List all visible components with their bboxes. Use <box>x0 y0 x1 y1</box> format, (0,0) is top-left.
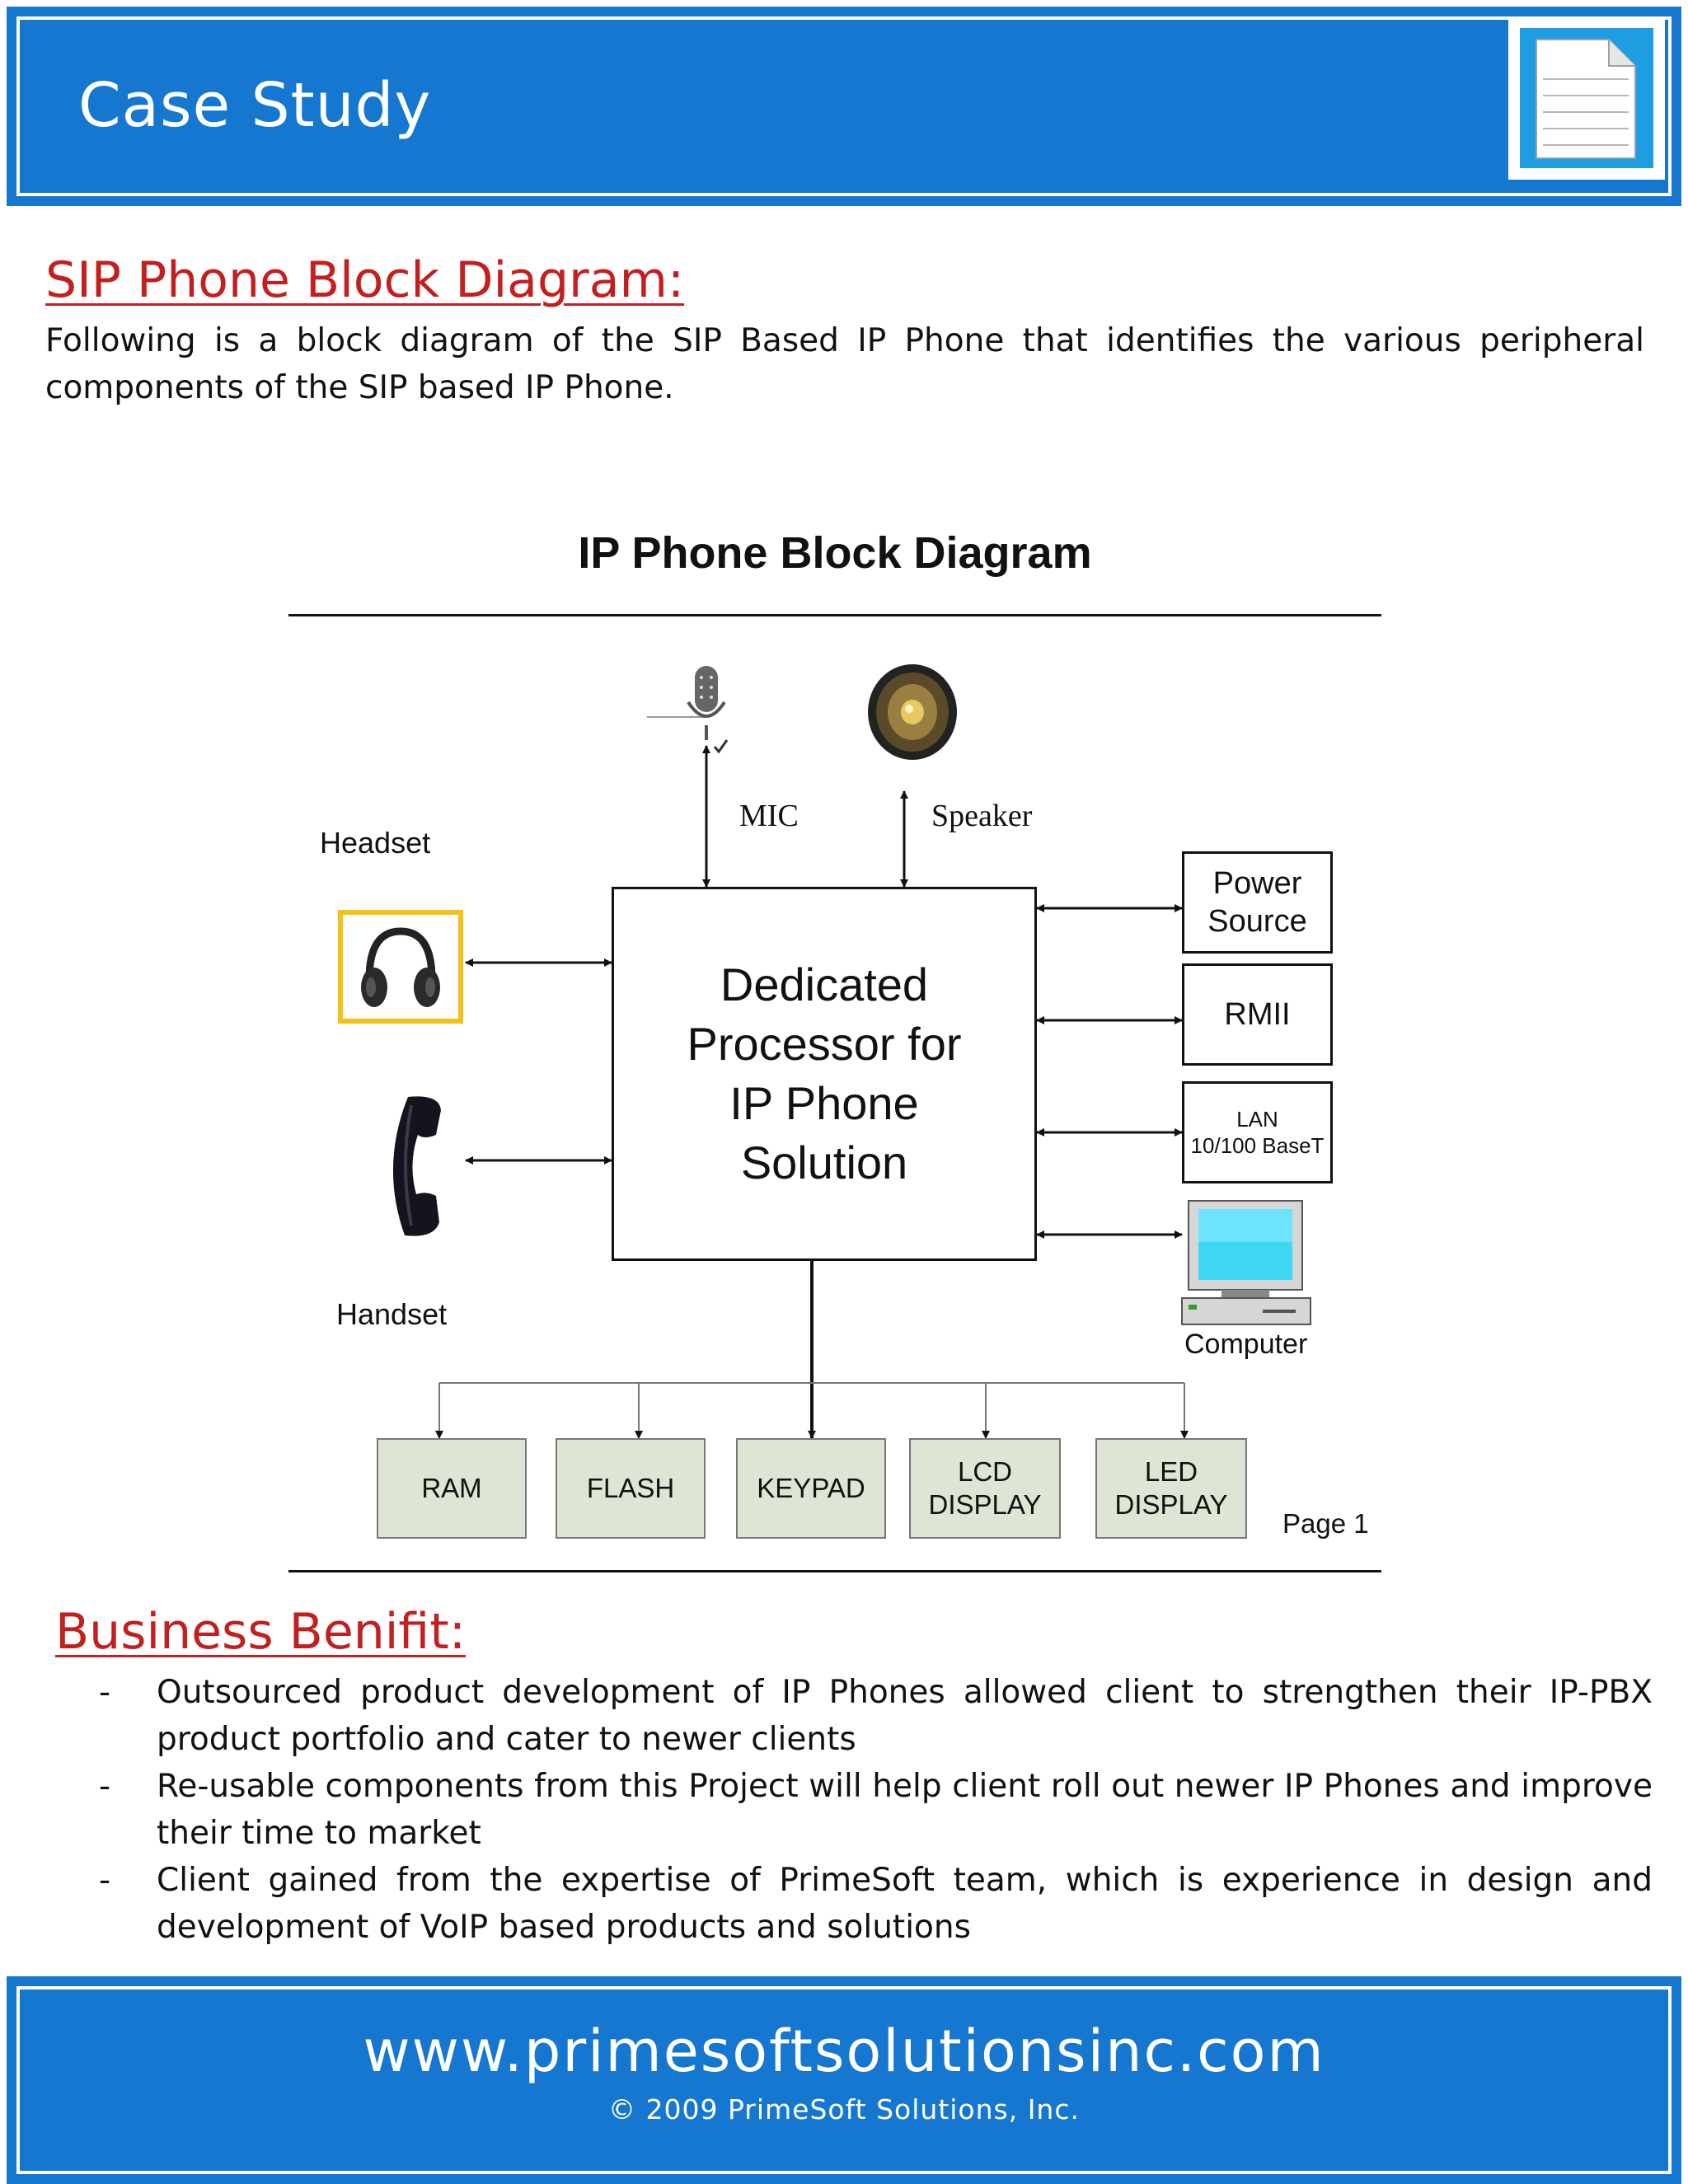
power-source-line-1: Power <box>1212 866 1302 901</box>
mic-label: MIC <box>739 799 799 833</box>
header-banner-border <box>16 16 1672 196</box>
speaker-icon <box>868 664 957 760</box>
footer-website-link[interactable]: www.primesoftsolutionsinc.com <box>363 2018 1325 2085</box>
power-source-block: Power Source <box>1182 851 1333 954</box>
header-title: Case Study <box>78 70 432 141</box>
headset-label: Headset <box>320 826 431 860</box>
benefit-list: -Outsourced product development of IP Ph… <box>99 1669 1653 1951</box>
led-line-2: DISPLAY <box>1114 1489 1228 1520</box>
lcd-line-1: LCD <box>957 1456 1013 1487</box>
processor-line-1: Dedicated <box>720 958 929 1010</box>
keypad-label: KEYPAD <box>757 1473 865 1503</box>
benefit-item: -Re-usable components from this Project … <box>99 1768 1653 1852</box>
led-line-1: LED <box>1144 1456 1198 1487</box>
ram-label: RAM <box>421 1473 482 1503</box>
headset-icon <box>338 910 463 1024</box>
handset-icon <box>392 1096 441 1236</box>
processor-line-2: Processor for <box>687 1018 962 1070</box>
lan-line-2: 10/100 BaseT <box>1190 1133 1325 1158</box>
processor-block: Dedicated Processor for IP Phone Solutio… <box>612 887 1037 1261</box>
led-display-block: LED DISPLAY <box>1095 1438 1247 1539</box>
processor-line-4: Solution <box>740 1137 908 1188</box>
diagram-title: IP Phone Block Diagram <box>578 528 1092 578</box>
flash-label: FLASH <box>586 1473 675 1503</box>
intro-paragraph: Following is a block diagram of the SIP … <box>45 322 1644 406</box>
computer-label: Computer <box>1184 1329 1308 1360</box>
lan-line-1: LAN <box>1236 1107 1278 1132</box>
header-banner <box>7 7 1681 206</box>
section-title-block-diagram: SIP Phone Block Diagram: <box>45 251 685 309</box>
benefit-item: -Outsourced product development of IP Ph… <box>99 1674 1653 1758</box>
computer-icon <box>1181 1200 1311 1325</box>
page-label: Page 1 <box>1282 1508 1369 1539</box>
benefit-item: -Client gained from the expertise of Pri… <box>99 1862 1653 1946</box>
lcd-display-block: LCD DISPLAY <box>909 1438 1061 1539</box>
rmii-label: RMII <box>1224 996 1291 1032</box>
footer-banner <box>7 1976 1681 2184</box>
power-source-line-2: Source <box>1207 904 1307 939</box>
processor-line-3: IP Phone <box>729 1077 919 1129</box>
flash-block: FLASH <box>556 1438 706 1539</box>
footer-banner-border <box>16 1986 1672 2174</box>
diagram-bottom-rule <box>288 1570 1381 1572</box>
speaker-label: Speaker <box>931 799 1033 833</box>
section-title-business-benefit: Business Benifit: <box>55 1603 466 1661</box>
lan-block: LAN 10/100 BaseT <box>1182 1081 1333 1183</box>
footer-copyright: © 2009 PrimeSoft Solutions, Inc. <box>608 2093 1080 2125</box>
rmii-block: RMII <box>1182 963 1333 1066</box>
diagram-top-rule <box>288 614 1381 616</box>
ram-block: RAM <box>377 1438 527 1539</box>
keypad-block: KEYPAD <box>736 1438 886 1539</box>
lcd-line-2: DISPLAY <box>928 1489 1042 1520</box>
handset-label: Handset <box>336 1297 448 1331</box>
document-icon <box>1508 16 1665 180</box>
microphone-icon <box>647 666 729 754</box>
